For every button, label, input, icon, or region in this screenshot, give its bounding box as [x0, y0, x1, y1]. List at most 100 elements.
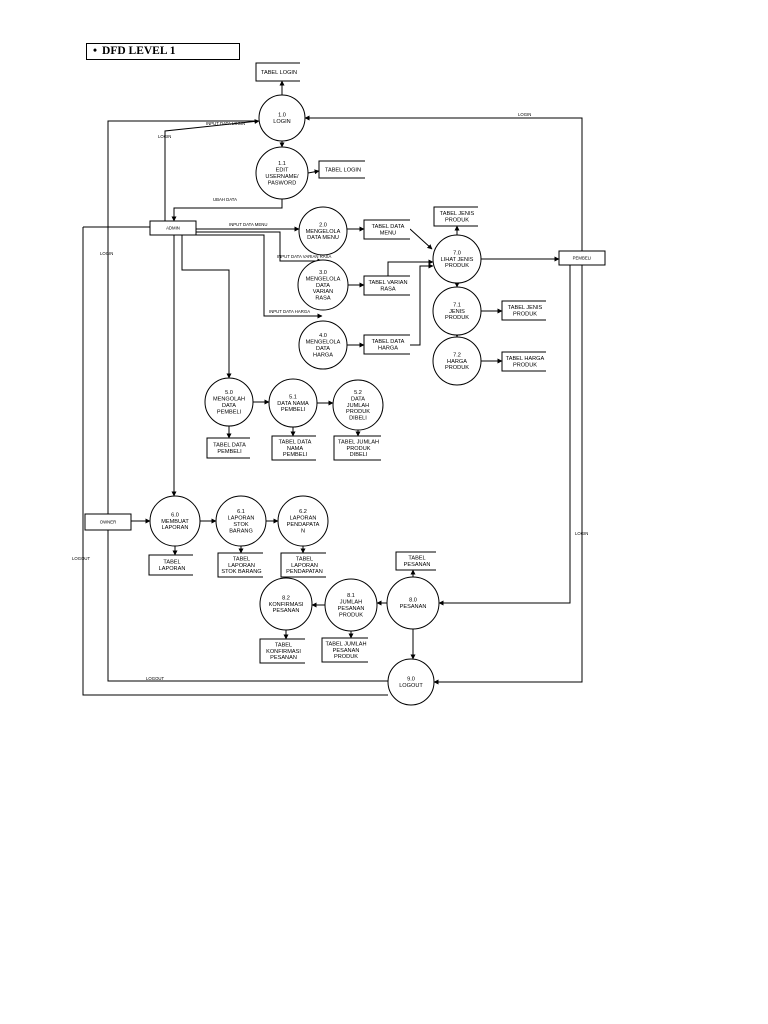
- datastore-outline: [217, 552, 263, 578]
- datastore-outline: [501, 351, 546, 372]
- node-label-line: STOK BARANG: [221, 569, 261, 575]
- node-label-line: DATA MENU: [307, 235, 339, 241]
- node-label-line: DIBELI: [350, 452, 368, 458]
- node-label-line: PRODUK: [445, 217, 469, 223]
- node-label-line: 2.0: [319, 222, 327, 228]
- node-label-line: TABEL: [408, 556, 425, 562]
- entity-admin: ADMIN: [149, 220, 197, 236]
- node-label-line: PEMBELI: [217, 449, 242, 455]
- node-label-line: TABEL LOGIN: [325, 167, 361, 173]
- data-flow-line: [82, 227, 388, 696]
- node-label-line: MENGELOLA: [306, 340, 341, 346]
- node-label-line: TABEL DATA: [372, 339, 405, 345]
- entity-box: [84, 513, 132, 531]
- node-label-line: PRODUK: [339, 612, 363, 618]
- flow-label: UBAH DATA: [213, 197, 237, 202]
- node-label-line: MENGELOLA: [306, 276, 341, 282]
- node-label-line: 9.0: [407, 677, 415, 683]
- node-label-line: PRODUK: [334, 654, 358, 660]
- node-label-line: PEMBELI: [281, 407, 306, 413]
- node-label-line: LAPORAN: [290, 516, 317, 522]
- node-label-line: PESANAN: [400, 604, 427, 610]
- datastore-bg: [207, 438, 250, 458]
- datastore-outline: [363, 219, 410, 240]
- flow-label: INPUT DATA HARGA: [269, 309, 310, 314]
- datastore-bg: [502, 301, 546, 320]
- entity-label: PEMBELI: [573, 256, 592, 261]
- node-label-line: 5.0: [225, 390, 233, 396]
- process-circle: [259, 577, 313, 631]
- node-label-line: TABEL: [163, 560, 180, 566]
- datastore-outline: [280, 552, 326, 578]
- process-circle: [298, 206, 348, 256]
- node-label-line: HARGA: [378, 345, 398, 351]
- flow-label: LOGIN: [518, 112, 531, 117]
- node-label-line: STOK: [233, 522, 248, 528]
- process-circle: [268, 378, 318, 428]
- datastore-outline: [433, 206, 478, 227]
- node-label-line: LAPORAN: [291, 563, 318, 569]
- node-label-line: PRODUK: [346, 409, 370, 415]
- node-label-line: LAPORAN: [228, 516, 255, 522]
- datastore-bg: [272, 436, 316, 460]
- node-label-line: 5.2: [354, 390, 362, 396]
- node-label-line: LAPORAN: [162, 525, 189, 531]
- process-circle: [215, 495, 267, 547]
- node-label-line: KONFIRMASI: [269, 602, 304, 608]
- node-label-line: 6.0: [171, 512, 179, 518]
- node-label-line: PENDAPATAN: [286, 569, 323, 575]
- data-flow-line: [164, 118, 260, 221]
- datastore-bg: [396, 552, 436, 570]
- node-label-line: 1.0: [278, 113, 286, 119]
- node-label-line: PRODUK: [347, 446, 371, 452]
- node-label-line: 7.2: [453, 352, 461, 358]
- node-label-line: HARGA: [447, 359, 467, 365]
- node-label-line: JUMLAH: [347, 403, 369, 409]
- entity-label: ADMIN: [166, 226, 180, 231]
- node-label-line: PRODUK: [445, 315, 469, 321]
- flow-label: LOGOUT: [72, 556, 91, 561]
- node-label-line: 3.0: [319, 270, 327, 276]
- node-label-line: 8.0: [409, 598, 417, 604]
- node-label-line: PESANAN: [404, 562, 431, 568]
- node-label-line: BARANG: [229, 528, 253, 534]
- node-label-line: TABEL DATA: [213, 443, 246, 449]
- node-label-line: TABEL HARGA: [506, 356, 545, 362]
- process-circle: [432, 336, 482, 386]
- node-label-line: TABEL DATA: [279, 440, 312, 446]
- node-label-line: 5.1: [289, 394, 297, 400]
- datastore-outline: [148, 554, 193, 576]
- node-label-line: TABEL LOGIN: [261, 70, 297, 76]
- node-label-line: MENGOLAH: [213, 397, 245, 403]
- node-label-line: PRODUK: [445, 263, 469, 269]
- data-flow-line: [196, 234, 323, 319]
- data-flow-line: [433, 265, 583, 685]
- diagram-title: •DFD LEVEL 1: [86, 43, 240, 60]
- process-circle: [332, 379, 384, 431]
- node-label-line: PRODUK: [513, 311, 537, 317]
- datastore-bg: [218, 553, 263, 577]
- entity-label: OWNER: [100, 520, 116, 525]
- datastore-bg: [434, 207, 478, 226]
- entity-pembeli: PEMBELI: [558, 250, 606, 266]
- node-label-line: PESANAN: [270, 655, 297, 661]
- node-label-line: RASA: [380, 286, 396, 292]
- datastore-s-login-2: TABEL LOGIN: [318, 160, 365, 179]
- datastore-outline: [206, 437, 250, 459]
